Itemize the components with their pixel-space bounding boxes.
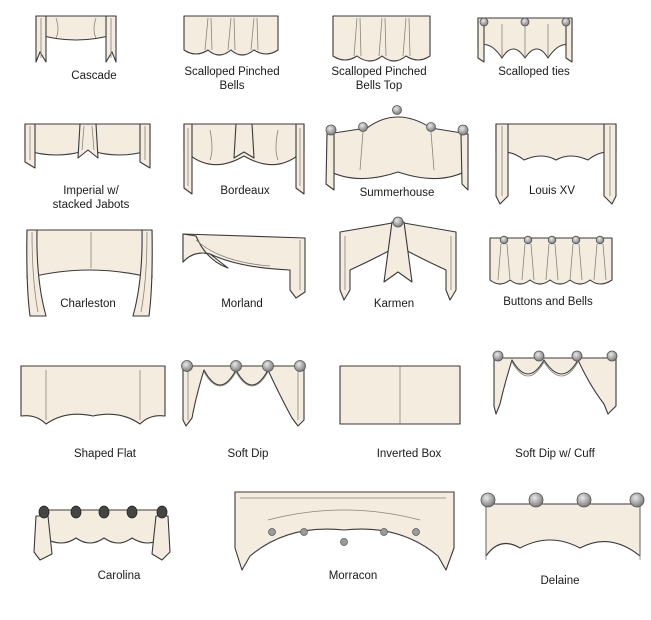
soft-dip-cuff-drawing [492, 350, 618, 415]
charleston-drawing [26, 229, 153, 317]
finial-knob [262, 360, 274, 372]
bordeaux-drawing [183, 123, 305, 195]
valance-label-karmen: Karmen [373, 298, 415, 310]
finial-knob [294, 360, 306, 372]
valance-label-buttons-and-bells: Buttons and Bells [503, 296, 593, 308]
scalloped-ties-drawing [477, 17, 573, 63]
finial-knob [392, 216, 404, 228]
finial-knob [98, 505, 110, 519]
tassel-bead [300, 528, 308, 536]
finial-knob [576, 492, 592, 508]
louis-xv-drawing [495, 123, 617, 205]
valance-label-cascade: Cascade [71, 70, 117, 82]
valance-label-soft-dip: Soft Dip [227, 448, 269, 460]
finial-knob [126, 505, 138, 519]
finial-knob [547, 235, 557, 245]
finial-knob [325, 124, 337, 136]
valance-label-shaped-flat: Shaped Flat [73, 448, 136, 460]
finial-knob [480, 492, 496, 508]
finial-knob [156, 505, 168, 519]
cascade-drawing [35, 15, 117, 63]
morland-drawing [182, 233, 306, 299]
finial-knob [571, 235, 581, 245]
finial-knob [70, 505, 82, 519]
valance-label-scalloped-pinched-bells-top: Scalloped Pinched Bells Top [331, 66, 427, 92]
finial-knob [523, 235, 533, 245]
valance-label-soft-dip-cuff: Soft Dip w/ Cuff [515, 448, 595, 460]
valance-label-scalloped-pinched-bells: Scalloped Pinched Bells [184, 66, 280, 92]
valance-label-carolina: Carolina [97, 570, 141, 582]
valance-label-inverted-box: Inverted Box [376, 448, 442, 460]
finial-knob [230, 360, 242, 372]
finial-knob [181, 360, 193, 372]
imperial-drawing [24, 123, 151, 169]
valance-label-morracon: Morracon [328, 570, 378, 582]
finial-knob [533, 350, 545, 362]
shaped-flat-drawing [20, 365, 166, 425]
delaine-drawing [480, 492, 645, 560]
finial-knob [606, 350, 618, 362]
valance-label-bordeaux: Bordeaux [220, 185, 270, 197]
finial-knob [492, 350, 504, 362]
finial-knob [499, 235, 509, 245]
finial-knob [595, 235, 605, 245]
carolina-drawing [33, 505, 171, 561]
finial-knob [561, 17, 571, 27]
scalloped-pinched-bells-top-drawing [332, 15, 431, 62]
finial-knob [629, 492, 645, 508]
finial-knob [38, 505, 50, 519]
finial-knob [457, 124, 469, 136]
tassel-bead [380, 528, 388, 536]
inverted-box-drawing [339, 365, 461, 425]
finial-knob [358, 122, 368, 132]
finial-knob [571, 350, 583, 362]
valance-label-morland: Morland [221, 298, 263, 310]
finial-knob [479, 17, 489, 27]
valance-label-summerhouse: Summerhouse [359, 187, 435, 199]
tassel-bead [340, 538, 348, 546]
tassel-bead [268, 528, 276, 536]
valance-label-charleston: Charleston [60, 298, 116, 310]
morracon-drawing [234, 491, 455, 571]
valance-label-imperial: Imperial w/ stacked Jabots [52, 185, 130, 211]
scalloped-pinched-bells-drawing [183, 15, 279, 56]
buttons-and-bells-drawing [489, 235, 613, 285]
finial-knob [426, 122, 436, 132]
soft-dip-drawing [181, 360, 306, 427]
tassel-bead [412, 528, 420, 536]
valance-label-louis-xv: Louis XV [528, 185, 576, 197]
valance-label-delaine: Delaine [540, 575, 580, 587]
finial-knob [528, 492, 544, 508]
valance-label-scalloped-ties: Scalloped ties [498, 66, 570, 78]
finial-knob [392, 105, 402, 115]
karmen-drawing [339, 216, 457, 301]
summerhouse-drawing [325, 105, 469, 191]
